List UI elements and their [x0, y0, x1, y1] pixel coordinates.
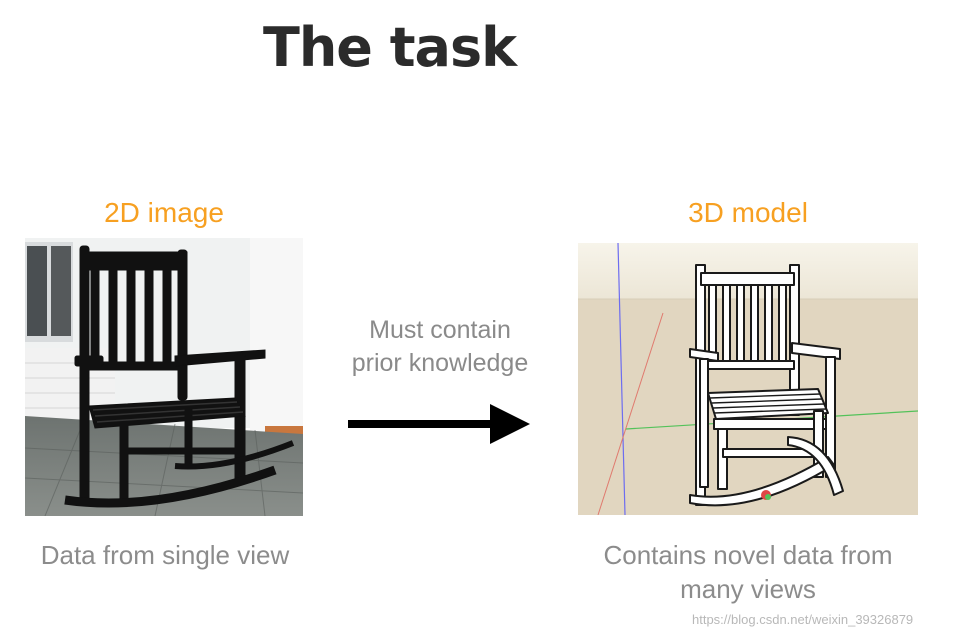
arrow-label: Must contain prior knowledge [320, 314, 560, 380]
right-panel-caption: Contains novel data from many views [560, 538, 936, 606]
right-caption-line2: many views [680, 574, 816, 604]
left-panel-caption: Data from single view [40, 540, 290, 570]
slide-title: The task [263, 16, 517, 79]
left-panel-title: 2D image [104, 197, 224, 228]
right-caption-line1: Contains novel data from [603, 540, 893, 570]
right-panel-title: 3D model [688, 197, 808, 228]
arrow-right-icon [348, 404, 530, 444]
arrow-label-line1: Must contain [369, 316, 511, 344]
watermark-text: https://blog.csdn.net/weixin_39326879 [692, 612, 914, 627]
arrow-label-line2: prior knowledge [351, 349, 529, 377]
rocking-chair-3d-model [578, 243, 918, 515]
rocking-chair-photo [25, 238, 303, 516]
